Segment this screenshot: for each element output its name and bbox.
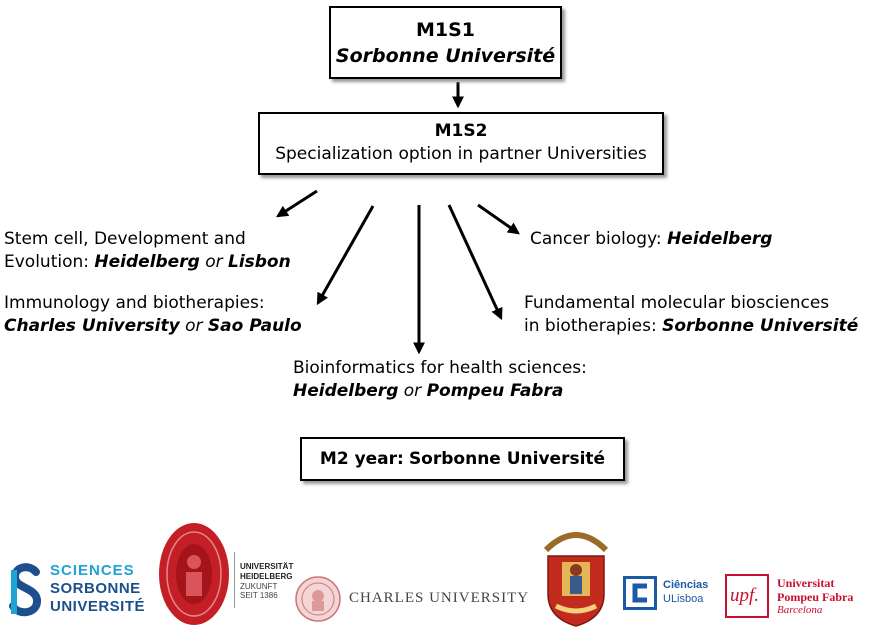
m2-box: M2 year: Sorbonne Université: [300, 437, 625, 481]
option-cancer-uni1: Heidelberg: [667, 229, 773, 249]
option-bioinfo-uni2: Pompeu Fabra: [426, 381, 564, 401]
option-fundamental-prefix: in biotherapies:: [524, 316, 657, 336]
option-fundamental-line1: Fundamental molecular biosciences: [524, 293, 830, 313]
option-stem-conn: or: [205, 252, 223, 272]
m1s2-title: M1S2: [434, 121, 488, 141]
ulisboa-l1: Ciências: [663, 579, 709, 591]
option-stem-line1: Stem cell, Development and: [4, 229, 246, 249]
upf-mark: upf.: [730, 585, 760, 606]
option-bioinformatics: Bioinformatics for health sciences: Heid…: [293, 357, 587, 403]
option-immuno-uni2: Sao Paulo: [207, 316, 302, 336]
flow-arrows: [275, 82, 520, 355]
sorbonne-l1: SCIENCES: [50, 562, 135, 579]
m1s2-box: M1S2 Specialization option in partner Un…: [258, 112, 664, 175]
sorbonne-l2: SORBONNE: [50, 580, 141, 597]
upf-l2: Pompeu Fabra: [777, 590, 854, 604]
logo-ciencias-ulisboa: Ciências ULisboa: [623, 576, 723, 616]
option-immuno-line2: Charles University or Sao Paulo: [4, 315, 302, 338]
option-stem-line2: Evolution: Heidelberg or Lisbon: [4, 251, 291, 274]
partner-logos: SCIENCES SORBONNE UNIVERSITÉ UNIVERSITÄT…: [0, 518, 881, 630]
m1s1-title: M1S1: [415, 19, 476, 41]
option-bioinfo-line1: Bioinformatics for health sciences:: [293, 358, 587, 378]
logo-charles: CHARLES UNIVERSITY: [295, 576, 535, 628]
arrow-to-stem: [275, 189, 318, 218]
option-cancer-prefix: Cancer biology:: [530, 229, 662, 249]
upf-l1: Universitat: [777, 576, 835, 590]
option-immuno-uni1: Charles University: [4, 316, 180, 336]
m1s2-text: Specialization option in partner Univers…: [275, 144, 647, 164]
heidelberg-l2: HEIDELBERG: [240, 572, 293, 581]
logo-sorbonne: SCIENCES SORBONNE UNIVERSITÉ: [8, 560, 158, 624]
heidelberg-l3: ZUKUNFT: [240, 582, 278, 591]
sao-paulo-crest-icon: [543, 532, 609, 627]
option-cancer: Cancer biology: Heidelberg: [530, 228, 772, 251]
option-stem-prefix: Evolution:: [4, 252, 89, 272]
option-stem-cell: Stem cell, Development and Evolution: He…: [4, 228, 291, 274]
heidelberg-l1: UNIVERSITÄT: [240, 562, 294, 571]
option-immuno-conn: or: [185, 316, 203, 336]
heidelberg-l4: SEIT 1386: [240, 591, 278, 600]
option-fundamental-line2: in biotherapies: Sorbonne Université: [524, 315, 858, 338]
option-immuno-line1: Immunology and biotherapies:: [4, 293, 265, 313]
ulisboa-c-icon: [623, 576, 657, 610]
option-bioinfo-conn: or: [403, 381, 422, 401]
charles-name: CHARLES UNIVERSITY: [349, 590, 530, 606]
m2-value: Sorbonne Université: [408, 449, 606, 469]
option-fundamental-uni1: Sorbonne Université: [662, 316, 859, 336]
m1s1-subtitle: Sorbonne Université: [335, 45, 556, 67]
arrow-to-immuno: [316, 205, 375, 306]
option-bioinfo-line2: Heidelberg or Pompeu Fabra: [293, 380, 587, 403]
arrow-to-cancer: [477, 203, 520, 235]
logo-heidelberg: UNIVERSITÄT HEIDELBERG ZUKUNFT SEIT 1386: [158, 522, 298, 628]
option-fundamental: Fundamental molecular biosciences in bio…: [524, 292, 858, 338]
charles-seal-icon: [295, 576, 341, 622]
ulisboa-l2: ULisboa: [663, 593, 704, 605]
m2-label: M2 year:: [319, 449, 404, 469]
heidelberg-divider: [234, 552, 235, 608]
option-bioinfo-uni1: Heidelberg: [293, 381, 399, 401]
option-stem-uni2: Lisbon: [227, 252, 291, 272]
m1s1-box: M1S1 Sorbonne Université: [329, 6, 562, 79]
option-stem-uni1: Heidelberg: [94, 252, 200, 272]
upf-mark-box: upf.: [725, 574, 769, 618]
arrow-to-fundamental: [447, 204, 503, 321]
option-immunology: Immunology and biotherapies: Charles Uni…: [4, 292, 302, 338]
sorbonne-l3: UNIVERSITÉ: [50, 598, 146, 615]
sorbonne-s-icon: [9, 563, 41, 617]
upf-l3: Barcelona: [777, 604, 823, 616]
logo-upf: upf. Universitat Pompeu Fabra Barcelona: [725, 574, 875, 620]
logo-sao-paulo: [538, 520, 614, 628]
heidelberg-seal-icon: [159, 523, 229, 625]
